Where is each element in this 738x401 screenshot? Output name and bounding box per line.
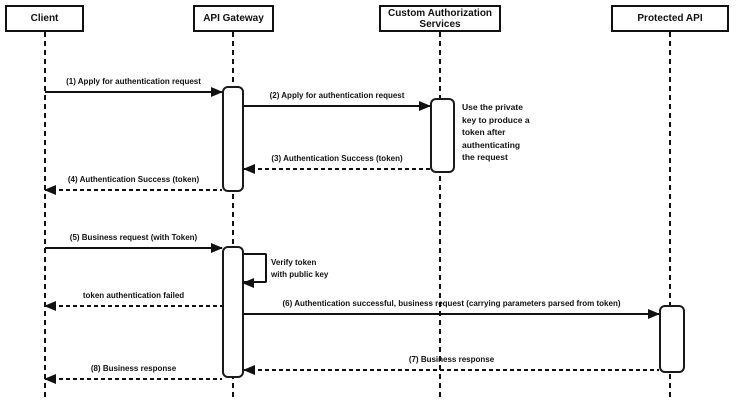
message-self-verify-token: Verify token with public key bbox=[242, 253, 328, 288]
arrow-line bbox=[45, 305, 222, 307]
arrow-line bbox=[45, 247, 222, 249]
arrowhead bbox=[419, 101, 431, 111]
arrow-line bbox=[45, 91, 222, 93]
arrow-line bbox=[244, 313, 659, 315]
arrow-line bbox=[244, 369, 659, 371]
actor-client: Client bbox=[5, 5, 84, 32]
arrowhead bbox=[243, 164, 255, 174]
arrow-line bbox=[244, 168, 430, 170]
lifeline-custom-authorization-services bbox=[439, 32, 441, 398]
arrowhead bbox=[242, 278, 254, 288]
message-label: (3) Authentication Success (token) bbox=[271, 154, 403, 163]
message-label: token authentication failed bbox=[82, 291, 185, 300]
arrowhead bbox=[44, 374, 56, 384]
message-label: (4) Authentication Success (token) bbox=[67, 175, 200, 184]
actor-api-gateway: API Gateway bbox=[193, 5, 274, 32]
activation-api-gateway-auth bbox=[222, 86, 244, 192]
activation-protected-api bbox=[659, 305, 685, 373]
message-label: (5) Business request (with Token) bbox=[69, 233, 198, 242]
arrow-line bbox=[45, 378, 222, 380]
activation-custom-authorization-services bbox=[430, 98, 455, 173]
message-label: (1) Apply for authentication request bbox=[66, 77, 201, 86]
message-label: (7) Business response bbox=[408, 355, 495, 364]
arrow-line bbox=[45, 189, 222, 191]
note-private-key-token: Use the private key to produce a token a… bbox=[462, 102, 530, 162]
message-label: (8) Business response bbox=[90, 364, 177, 373]
arrowhead bbox=[211, 243, 223, 253]
arrowhead bbox=[44, 301, 56, 311]
arrowhead bbox=[44, 185, 56, 195]
lifeline-client bbox=[44, 32, 46, 398]
message-label: (6) Authentication successful, business … bbox=[282, 299, 621, 308]
activation-api-gateway-business bbox=[222, 246, 244, 378]
actor-protected-api: Protected API bbox=[611, 5, 729, 32]
arrowhead bbox=[211, 87, 223, 97]
arrowhead bbox=[648, 309, 660, 319]
arrowhead bbox=[243, 365, 255, 375]
actor-custom-authorization-services: Custom Authorization Services bbox=[379, 5, 501, 32]
lifeline-protected-api bbox=[669, 32, 671, 398]
arrow-line bbox=[244, 105, 430, 107]
message-label: Verify token with public key bbox=[271, 258, 329, 279]
message-label: (2) Apply for authentication request bbox=[269, 91, 405, 100]
lifeline-api-gateway bbox=[232, 32, 234, 398]
